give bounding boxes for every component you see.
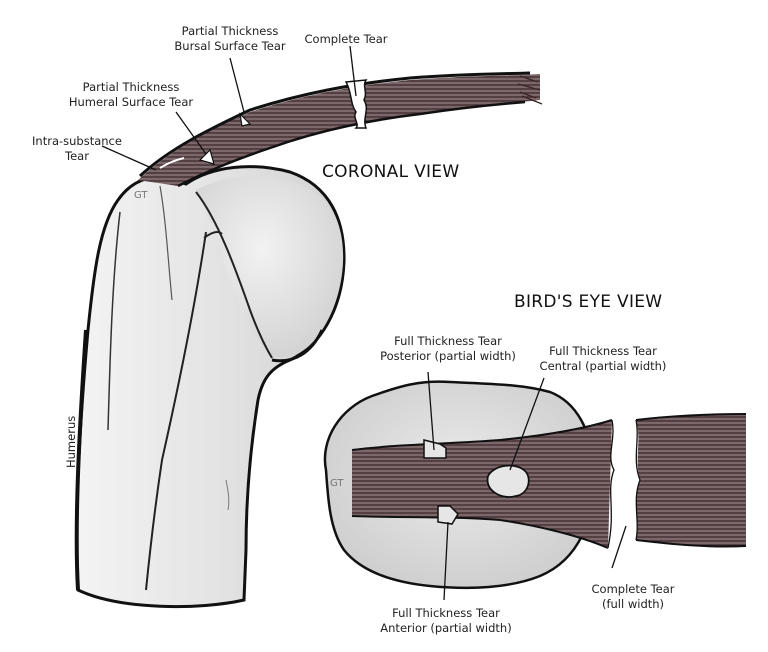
label-complete-full: Complete Tear (full width) bbox=[591, 582, 675, 611]
label-intra-substance: Intra-substance Tear bbox=[32, 134, 122, 163]
gt-coronal-label: GT bbox=[134, 190, 148, 201]
label-partial-bursal: Partial Thickness Bursal Surface Tear bbox=[174, 24, 286, 53]
label-central: Full Thickness Tear Central (partial wid… bbox=[539, 344, 667, 373]
birds-eye-tendon bbox=[351, 413, 747, 549]
gt-birds-eye-label: GT bbox=[330, 478, 344, 489]
humerus-bone bbox=[74, 165, 346, 609]
coronal-view-title: CORONAL VIEW bbox=[322, 162, 460, 182]
label-posterior: Full Thickness Tear Posterior (partial w… bbox=[380, 334, 516, 363]
birds-eye-leaders bbox=[427, 371, 627, 601]
coronal-tendon bbox=[138, 71, 543, 188]
coronal-leaders bbox=[101, 45, 357, 171]
birds-eye-view-title: BIRD'S EYE VIEW bbox=[514, 292, 663, 312]
label-partial-humeral: Partial Thickness Humeral Surface Tear bbox=[68, 80, 194, 109]
humerus-label: Humerus bbox=[64, 415, 78, 468]
label-complete-coronal: Complete Tear bbox=[304, 32, 388, 46]
label-anterior: Full Thickness Tear Anterior (partial wi… bbox=[380, 606, 512, 635]
